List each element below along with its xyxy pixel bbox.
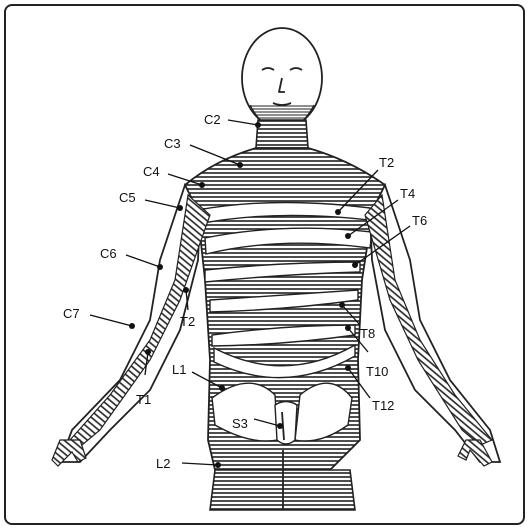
- label-l1: L1: [172, 362, 186, 377]
- label-c3: C3: [164, 136, 181, 151]
- label-t4: T4: [400, 186, 415, 201]
- right-arm: [365, 185, 500, 466]
- label-t2-chest: T2: [379, 155, 394, 170]
- label-c4: C4: [143, 164, 160, 179]
- label-l2: L2: [156, 456, 170, 471]
- label-t2-arm: T2: [180, 314, 195, 329]
- label-t1: T1: [136, 392, 151, 407]
- label-t6: T6: [412, 213, 427, 228]
- label-c5: C5: [119, 190, 136, 205]
- label-c7: C7: [63, 306, 80, 321]
- torso: [185, 148, 385, 470]
- label-t10: T10: [366, 364, 388, 379]
- neck: [256, 120, 308, 148]
- label-t12: T12: [372, 398, 394, 413]
- head: [242, 28, 322, 132]
- label-s3: S3: [232, 416, 248, 431]
- label-c6: C6: [100, 246, 117, 261]
- label-t8: T8: [360, 326, 375, 341]
- label-c2: C2: [204, 112, 221, 127]
